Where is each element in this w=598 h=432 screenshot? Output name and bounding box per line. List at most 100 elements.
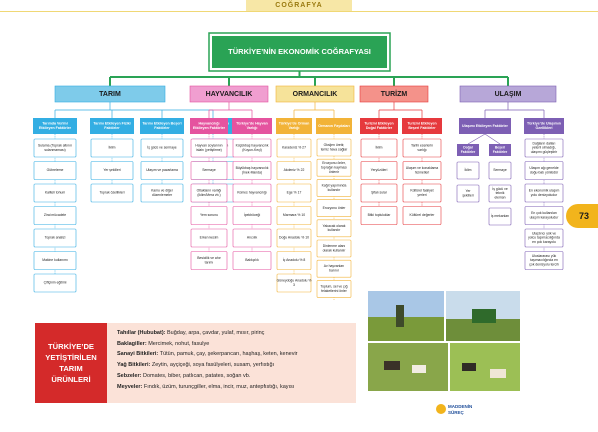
column-header-box	[360, 118, 398, 134]
logo-mark	[436, 404, 446, 414]
column-header-box	[402, 118, 442, 134]
item-box	[190, 251, 228, 270]
item-text: Büyükbaş hayvancılık(İnek-Manda)	[236, 166, 269, 174]
item-box	[33, 228, 77, 248]
item-text: Yer şekilleri	[103, 168, 120, 172]
photo-farmer	[396, 305, 404, 327]
crop-row: Sanayi Bitkileri: Tütün, pamuk, çay, şek…	[117, 349, 350, 360]
item-text: Akdeniz % 22	[284, 168, 305, 172]
item-text: Yeryüzüleri	[371, 168, 388, 172]
item-text: Karadeniz % 27	[282, 146, 306, 150]
item-box	[232, 138, 272, 158]
item-box	[316, 158, 352, 177]
item-box	[276, 183, 312, 203]
item-text: İklim	[376, 145, 383, 150]
item-box	[524, 206, 564, 225]
crops-title-line: TARIM	[59, 364, 83, 373]
item-text: Doğu Anadolu % 10	[279, 236, 309, 240]
farm-photo	[368, 291, 520, 391]
column-header-box	[190, 118, 228, 134]
item-text: Küçükbaş hayvancılık(Koyun-Keçi)	[236, 143, 269, 151]
item-text: Erozyonu önler	[323, 206, 347, 210]
page-number: 73	[566, 204, 598, 228]
item-text: İklim	[465, 167, 472, 172]
item-text: Çiftçinin eğitimi	[44, 281, 67, 285]
crop-items: Zeytin, ayçiçeği, soya fasülyeleri, susa…	[151, 362, 275, 369]
item-box	[232, 161, 272, 180]
item-text: Erken kesim	[200, 236, 219, 240]
item-box	[360, 138, 398, 158]
subgroup-header-box	[489, 144, 511, 156]
item-box	[524, 138, 564, 158]
item-box	[190, 206, 228, 225]
item-box	[190, 183, 228, 203]
item-box	[33, 183, 77, 203]
crop-items: Fındık, üzüm, turunçgiller, elma, incir,…	[143, 383, 295, 390]
crop-row: Baklagiller: Mercimek, nohut, fasulye	[117, 339, 350, 350]
column-header-box	[140, 118, 184, 134]
item-text: Şifalı sular	[371, 191, 388, 195]
crop-items: Tütün, pamuk, çay, şekerpancarı, haşhaş,…	[159, 351, 298, 358]
item-text: Gübreleme	[47, 168, 64, 172]
item-text: Balıkçılık	[245, 258, 259, 262]
photo-tractor-field	[368, 317, 444, 341]
item-box	[232, 206, 272, 225]
crop-category: Baklagiller:	[117, 340, 147, 347]
photo-tractor	[472, 309, 496, 323]
item-text: Marmara % 10	[283, 213, 305, 217]
column-header-box	[90, 118, 134, 134]
subgroup-connector	[467, 133, 486, 145]
economy-concept-map: TÜRKİYE’NİN EKONOMİK COĞRAFYASITARIMTarı…	[33, 32, 564, 300]
item-box	[488, 161, 512, 180]
crop-items: Buğday, arpa, çavdar, yulaf, mısır, piri…	[167, 330, 265, 336]
subgroup-connector	[484, 133, 501, 145]
chapter-tab: COĞRAFYA	[246, 0, 352, 11]
column-header: Ulaşımı Etkileyen Faktörler	[462, 124, 509, 128]
item-box	[140, 161, 184, 180]
item-text: Oksijen üretir,temiz hava sağlar	[321, 143, 348, 151]
item-box	[402, 183, 442, 203]
item-box	[190, 161, 228, 180]
publisher-logo: MADDENİN SÜREÇ	[435, 399, 475, 419]
item-text: Zirai mücadele	[44, 213, 66, 217]
item-box	[276, 161, 312, 180]
item-text: İş mekanları	[491, 213, 510, 218]
photo-pasture-pane	[450, 343, 520, 391]
column-header-box	[316, 118, 352, 134]
item-text: İç Anadolu % 8	[283, 257, 306, 262]
item-box	[140, 138, 184, 158]
crops-title-line: TÜRKİYE’DE	[48, 342, 94, 351]
item-box	[33, 251, 77, 270]
item-text: Ege % 17	[287, 191, 302, 195]
column-header: Ormanın Faydaları	[318, 124, 350, 128]
category-title: ULAŞIM	[495, 91, 522, 98]
item-text: Ulaşım ve pazarlama	[146, 168, 178, 172]
category-title: TURİZM	[381, 90, 408, 98]
photo-cow	[462, 363, 476, 371]
item-box	[232, 183, 272, 203]
crops-title: TÜRKİYE’DE YETİŞTİRİLEN TARIM ÜRÜNLERİ	[35, 323, 107, 403]
item-box	[402, 161, 442, 180]
item-box	[316, 138, 352, 157]
column-header-box	[33, 118, 77, 134]
crop-category: Sebzeler:	[117, 372, 142, 379]
item-text: Toprak özellikleri	[99, 191, 124, 195]
